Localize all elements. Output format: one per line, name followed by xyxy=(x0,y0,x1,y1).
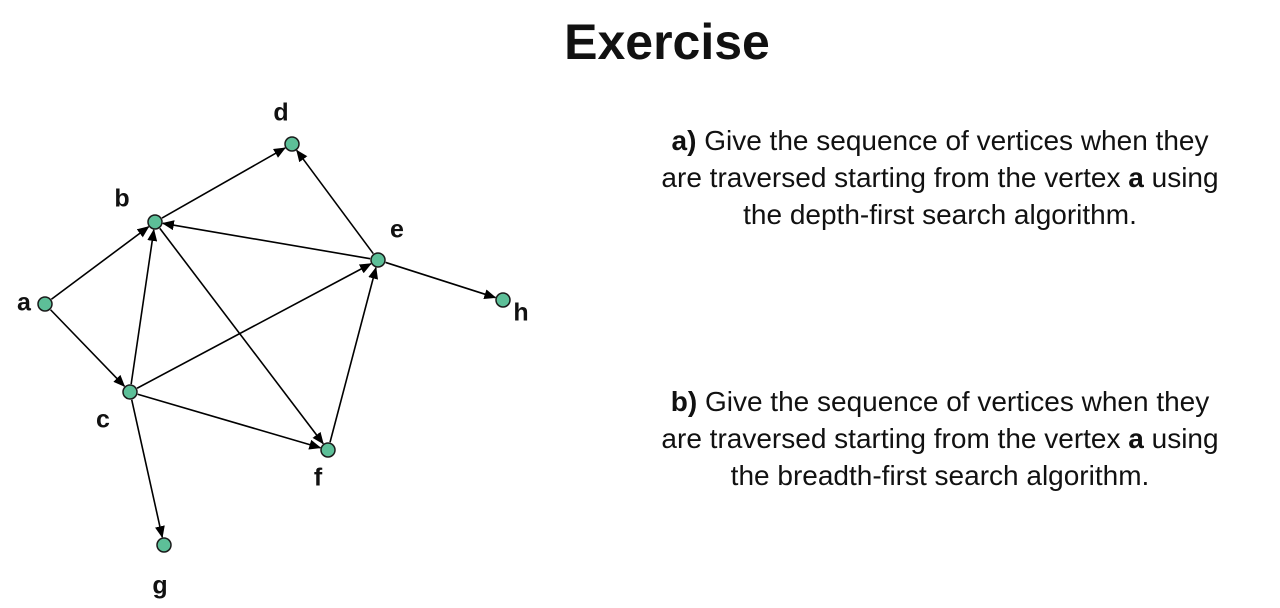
vertex-label-c: c xyxy=(96,406,110,434)
vertex-labels: a b c d e f g h xyxy=(17,99,529,600)
vertex-label-e: e xyxy=(390,216,404,244)
question-b-start-vertex: a xyxy=(1128,423,1144,454)
edge-c-to-e xyxy=(136,263,372,389)
question-b-text2: are traversed starting from the vertex xyxy=(661,423,1121,454)
edge-c-to-b xyxy=(130,228,158,385)
edge-b-to-f xyxy=(159,227,324,445)
vertex-d xyxy=(284,136,300,152)
vertices xyxy=(37,136,511,553)
edge-e-to-d xyxy=(296,149,374,255)
question-b: b) Give the sequence of vertices when th… xyxy=(600,383,1280,494)
edge-b-to-d xyxy=(161,147,286,219)
vertex-f xyxy=(320,442,336,458)
vertex-g xyxy=(156,537,172,553)
question-a-line3: the depth-first search algorithm. xyxy=(743,199,1137,230)
vertex-label-b: b xyxy=(114,185,129,213)
question-a: a) Give the sequence of vertices when th… xyxy=(600,122,1280,233)
page-title: Exercise xyxy=(564,14,770,70)
edge-e-to-b xyxy=(161,220,371,260)
edges xyxy=(49,147,497,539)
vertex-label-f: f xyxy=(314,464,323,492)
question-a-text1: Give the sequence of vertices when they xyxy=(704,125,1209,156)
vertex-label-h: h xyxy=(513,299,528,327)
vertex-e xyxy=(370,252,386,268)
vertex-b xyxy=(147,214,163,230)
edge-f-to-e xyxy=(329,266,378,443)
question-b-text1: Give the sequence of vertices when they xyxy=(704,386,1210,417)
vertex-label-d: d xyxy=(273,99,288,127)
question-b-line2: are traversed starting from the vertex a… xyxy=(600,420,1280,457)
edge-a-to-b xyxy=(50,226,150,300)
question-a-line1: a) Give the sequence of vertices when th… xyxy=(600,122,1280,159)
question-b-label: b) xyxy=(670,386,698,417)
edge-a-to-c xyxy=(49,309,126,387)
edge-c-to-f xyxy=(137,393,322,450)
edge-c-to-g xyxy=(130,399,165,539)
question-a-line2: are traversed starting from the vertex a… xyxy=(600,159,1280,196)
question-b-line1: b) Give the sequence of vertices when th… xyxy=(600,383,1280,420)
vertex-label-g: g xyxy=(152,572,167,600)
vertex-label-a: a xyxy=(17,289,32,317)
question-a-text3: using xyxy=(1151,162,1219,193)
question-b-line3: the breadth-first search algorithm. xyxy=(730,460,1150,491)
directed-graph: a b c d e f g h xyxy=(17,99,529,600)
question-a-start-vertex: a xyxy=(1128,162,1144,193)
vertex-c xyxy=(122,384,138,400)
question-a-label: a) xyxy=(671,125,697,156)
vertex-h xyxy=(495,292,511,308)
question-a-text2: are traversed starting from the vertex xyxy=(661,162,1121,193)
edge-e-to-h xyxy=(385,261,497,299)
question-b-text3: using xyxy=(1151,423,1219,454)
vertex-a xyxy=(37,296,53,312)
